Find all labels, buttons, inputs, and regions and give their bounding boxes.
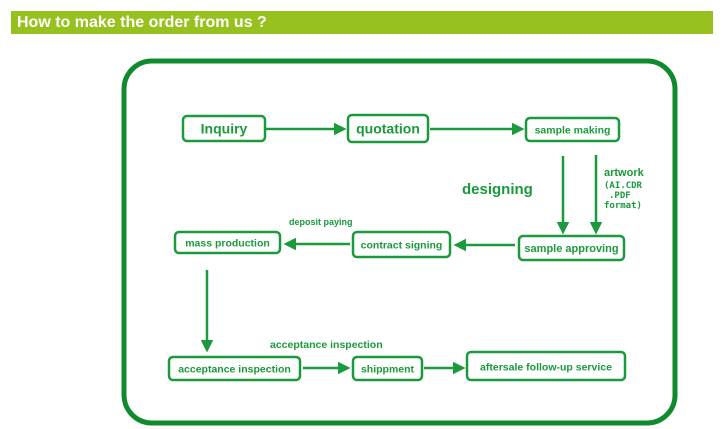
annotation-artwork-line1: (AI.CDR — [604, 181, 643, 191]
annotation-acceptance-inspection: acceptance inspection — [270, 339, 383, 351]
node-contract-signing: contract signing — [351, 230, 452, 259]
annotation-artwork-line2: .PDF — [609, 191, 631, 201]
node-inquiry: Inquiry — [181, 114, 267, 143]
node-shippment-label: shippment — [361, 364, 415, 376]
node-acceptance-inspection-label: acceptance inspection — [178, 364, 291, 376]
node-inquiry-label: Inquiry — [201, 121, 248, 137]
node-sample-making-label: sample making — [535, 125, 611, 137]
node-sample-making: sample making — [524, 116, 621, 143]
node-quotation: quotation — [346, 113, 430, 144]
header-bar: How to make the order from us ? — [11, 11, 713, 34]
node-mass-production: mass production — [173, 230, 282, 255]
node-sample-approving-label: sample approving — [524, 243, 618, 255]
node-aftersale: aftersale follow-up service — [465, 350, 627, 382]
node-quotation-label: quotation — [356, 121, 420, 137]
node-sample-approving: sample approving — [517, 234, 626, 262]
node-contract-signing-label: contract signing — [361, 240, 443, 252]
node-acceptance-inspection: acceptance inspection — [167, 355, 302, 382]
annotation-deposit-paying: deposit paying — [289, 217, 353, 227]
page-title: How to make the order from us ? — [17, 14, 267, 31]
annotation-artwork-line3: format) — [604, 201, 642, 211]
annotation-artwork-title: artwork — [604, 167, 645, 179]
annotation-designing: designing — [462, 181, 533, 198]
node-mass-production-label: mass production — [185, 238, 270, 250]
node-aftersale-label: aftersale follow-up service — [480, 362, 612, 374]
node-shippment: shippment — [351, 355, 424, 382]
diagram-frame — [121, 58, 678, 426]
